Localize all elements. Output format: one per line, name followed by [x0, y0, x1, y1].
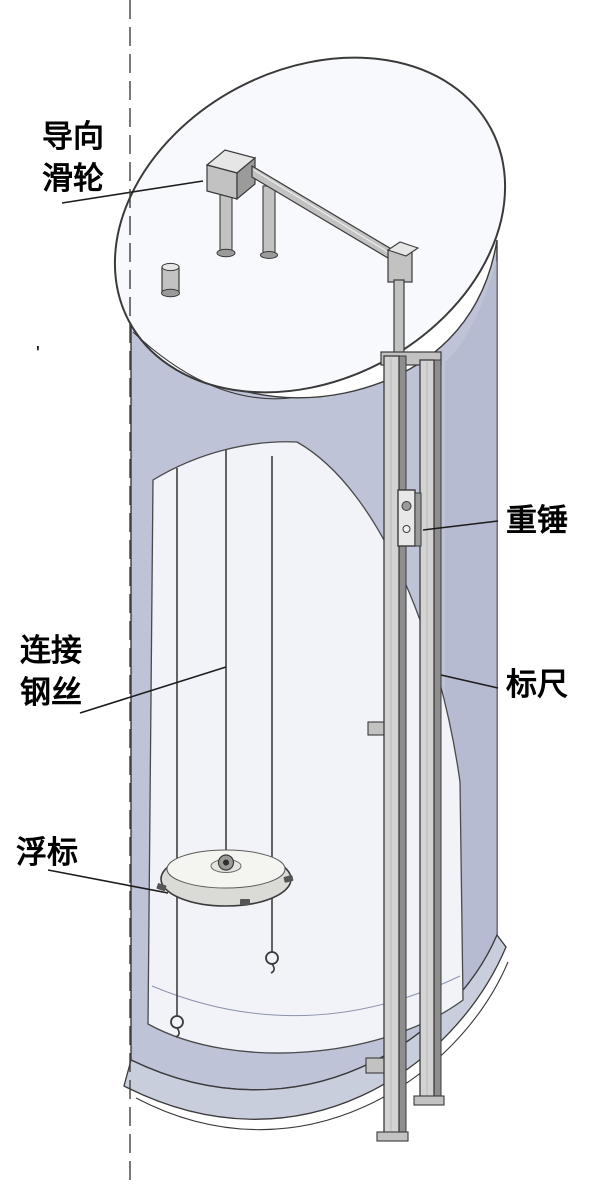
float-lug-left	[156, 883, 167, 892]
rail-post	[393, 279, 405, 355]
rail-bracket-mid	[367, 721, 386, 736]
leader-lines	[47, 180, 499, 894]
counterweight-hole-bottom	[402, 525, 411, 533]
float-lug-front	[240, 899, 250, 905]
label-ruler: 标尺	[506, 667, 568, 702]
counterweight	[397, 489, 422, 547]
pulley-shaft-front-flange	[216, 248, 236, 258]
label-guide-pulley-line2: 滑轮	[42, 161, 104, 196]
leader-counterweight	[422, 520, 499, 531]
text-labels: 导向 滑轮 连接 钢丝 浮标 重锤 标尺 '	[16, 119, 568, 870]
nozzle-stub-base	[161, 288, 180, 298]
front-rail-side	[398, 355, 407, 1139]
label-connecting-wire-line2: 钢丝	[20, 675, 82, 710]
tank-base-edge-line	[135, 961, 509, 1131]
nozzle-stub-cap	[161, 262, 180, 272]
guide-pulley-assembly	[161, 149, 420, 355]
label-float: 浮标	[16, 835, 78, 870]
counterweight-side	[414, 492, 422, 547]
leader-ruler	[440, 674, 499, 689]
pulley-shaft-front	[219, 194, 233, 253]
tank-top	[113, 56, 507, 400]
rail-bracket-lower	[365, 1057, 386, 1074]
arm-elbow-top	[386, 241, 420, 257]
hook-right	[265, 951, 279, 974]
ruler-rail	[365, 351, 445, 1142]
back-rail-side	[433, 359, 442, 1101]
top-rim-line	[132, 331, 291, 400]
wire-hooks	[170, 951, 279, 1038]
leader-float	[47, 869, 169, 894]
stray-tick-mark: '	[36, 343, 40, 365]
back-rail-foot	[413, 1095, 445, 1106]
hook-left	[170, 1015, 184, 1038]
counterweight-body	[397, 489, 416, 547]
front-rail-foot	[376, 1131, 409, 1142]
float-hub-center	[223, 859, 229, 866]
interior-floor-line	[151, 975, 461, 1017]
float-lug-right	[283, 875, 294, 883]
leader-connecting-wire	[79, 666, 227, 714]
counterweight-hole-top	[401, 501, 412, 511]
pulley-block-side	[236, 156, 256, 201]
leader-guide-pulley	[61, 180, 204, 204]
float-assembly	[156, 849, 294, 907]
hook-tail	[270, 963, 275, 974]
label-connecting-wire-line1: 连接	[20, 633, 82, 668]
label-guide-pulley-line1: 导向	[42, 119, 104, 154]
pulley-arm-highlight	[253, 169, 397, 258]
hook-tail	[175, 1027, 180, 1038]
pulley-shaft-rear	[262, 185, 276, 255]
pulley-shaft-rear-flange	[260, 251, 278, 259]
label-counterweight: 重锤	[506, 503, 568, 538]
arm-elbow	[387, 249, 413, 283]
